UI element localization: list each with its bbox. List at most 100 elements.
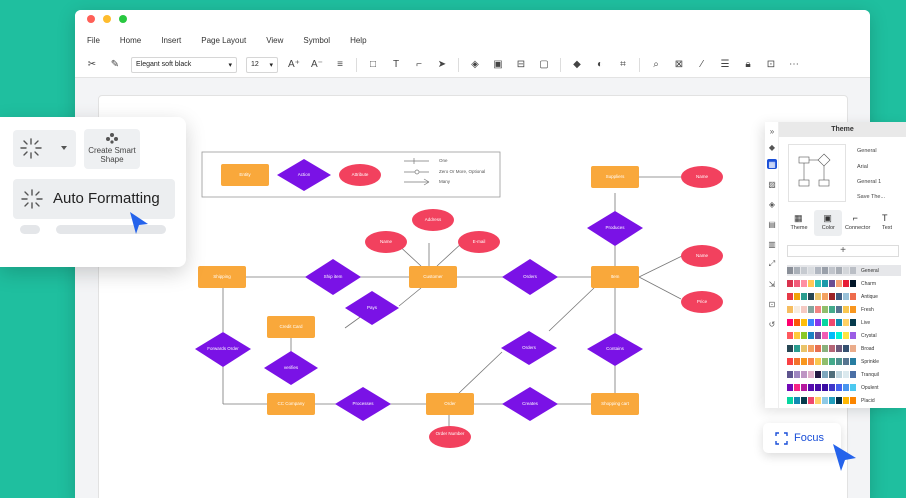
shadow-icon[interactable]: ◐ (596, 59, 604, 70)
menu-view[interactable]: View (266, 35, 284, 45)
close-window-button[interactable] (87, 15, 95, 23)
collapse-icon[interactable]: » (769, 126, 775, 136)
lock-icon[interactable]: 🔒︎ (745, 59, 751, 70)
palette-row[interactable]: Antique (787, 291, 901, 302)
group-icon[interactable]: ▣ (493, 59, 503, 70)
menu-file[interactable]: File (87, 35, 100, 45)
fit-icon[interactable]: ⊡ (766, 59, 776, 70)
theme-style-3[interactable]: Save The... (857, 194, 886, 200)
layers-icon[interactable]: ◈ (471, 59, 479, 70)
theme-icon[interactable]: ▦ (767, 159, 777, 169)
add-color-button[interactable]: + (787, 245, 899, 257)
theme-style-2[interactable]: General 1 (857, 179, 882, 185)
color-swatch (829, 384, 835, 391)
rectangle-icon[interactable]: □ (369, 59, 377, 70)
align-objects-icon[interactable]: ⊟ (516, 59, 526, 70)
color-swatch (822, 384, 828, 391)
theme-preview[interactable] (788, 144, 846, 202)
search-icon[interactable]: ⌕ (653, 59, 659, 70)
relationship-forwards-order: Forwards Order (195, 332, 251, 367)
image-icon[interactable]: ▨ (768, 179, 776, 189)
cursor-arrow-icon (130, 212, 148, 234)
find-replace-icon[interactable]: ⊠ (674, 59, 684, 70)
fill-icon[interactable]: ◆ (768, 142, 776, 152)
canvas-page[interactable]: Entity Action Attribute One Zero Or More… (98, 95, 848, 498)
line-style-icon[interactable]: ☰ (720, 59, 730, 70)
color-swatch (787, 319, 793, 326)
minimize-window-button[interactable] (103, 15, 111, 23)
fit-icon[interactable]: ⤢ (768, 259, 776, 268)
palette-row[interactable]: Placid (787, 395, 901, 406)
palette-row[interactable]: Live (787, 317, 901, 328)
color-swatch (822, 267, 828, 274)
frame-icon[interactable]: ▢ (539, 59, 549, 70)
increase-font-icon[interactable]: A⁺ (288, 59, 300, 70)
font-select[interactable]: Elegant soft black▾ (131, 56, 237, 73)
menu-insert[interactable]: Insert (161, 35, 182, 45)
connector-icon[interactable]: ⌐ (416, 59, 422, 70)
line-color-icon[interactable]: ⁄ (701, 59, 703, 70)
text-tab-icon: T (881, 213, 888, 223)
palette-name: Charm (861, 280, 877, 287)
tab-theme[interactable]: ▦Theme (785, 210, 813, 236)
palette-row[interactable]: Charm (787, 278, 901, 289)
menu-help[interactable]: Help (350, 35, 367, 45)
fill-icon[interactable]: ◆ (573, 59, 581, 70)
palette-row[interactable]: Opulent (787, 382, 901, 393)
palette-name: Crystal (861, 332, 877, 339)
color-swatch (836, 371, 842, 378)
auto-formatting-button[interactable]: Auto Formatting (13, 179, 175, 219)
palette-row[interactable]: Sprinkle (787, 356, 901, 367)
divider (639, 57, 640, 72)
maximize-window-button[interactable] (119, 15, 127, 23)
palette-row[interactable]: Broad (787, 343, 901, 354)
menu-page-layout[interactable]: Page Layout (201, 35, 247, 45)
decrease-font-icon[interactable]: A⁻ (311, 59, 323, 70)
layers-icon[interactable]: ◈ (768, 199, 776, 209)
tab-connector[interactable]: ⌐Connector (844, 210, 872, 236)
menu-home[interactable]: Home (119, 35, 142, 45)
more-icon[interactable]: ⋯ (789, 59, 799, 70)
attribute-customer-address: Address (412, 209, 454, 231)
color-swatch (801, 358, 807, 365)
focus-button[interactable]: Focus (763, 423, 841, 453)
cut-icon[interactable]: ✂ (87, 59, 97, 70)
color-swatch (843, 332, 849, 339)
theme-tab-icon: ▦ (794, 213, 803, 223)
palette-row[interactable]: Fresh (787, 304, 901, 315)
sparkle-icon (20, 138, 67, 159)
data-icon[interactable]: ▥ (768, 239, 776, 249)
present-icon[interactable]: ⊡ (768, 299, 776, 309)
palette-name: Broad (861, 345, 875, 352)
tab-color[interactable]: ▣Color (814, 210, 843, 236)
color-swatch (836, 384, 842, 391)
connectors (222, 176, 683, 428)
text-icon[interactable]: T (392, 59, 400, 70)
history-icon[interactable]: ↺ (768, 319, 776, 329)
crop-icon[interactable]: ⌗ (620, 59, 626, 70)
color-swatch (801, 371, 807, 378)
palette-row[interactable]: Crystal (787, 330, 901, 341)
font-size-value: 12 (251, 61, 259, 68)
palette-row[interactable]: General (787, 265, 901, 276)
color-swatch (794, 306, 800, 313)
align-icon[interactable]: ≡ (337, 59, 343, 70)
menu-symbol[interactable]: Symbol (303, 35, 331, 45)
format-painter-icon[interactable]: ✎ (110, 59, 120, 70)
theme-style-0[interactable]: General (857, 148, 877, 154)
smart-shape-dropdown[interactable] (13, 130, 76, 167)
pointer-icon[interactable]: ➤ (437, 59, 447, 70)
relationship-forwards-order-label: Forwards Order (207, 346, 239, 351)
relationship-ship-item-label: Ship item (324, 274, 343, 279)
font-size-select[interactable]: 12▾ (246, 56, 278, 73)
create-smart-shape-button[interactable]: Create Smart Shape (84, 129, 140, 169)
color-swatch (815, 280, 821, 287)
page-icon[interactable]: ▤ (768, 219, 776, 229)
color-swatch (829, 267, 835, 274)
entity-credit-card: Credit Card (267, 316, 315, 338)
attribute-customer-name-label: Name (380, 239, 393, 244)
export-icon[interactable]: ⇲ (768, 279, 776, 289)
theme-style-1[interactable]: Arial (857, 164, 869, 170)
palette-row[interactable]: Tranquil (787, 369, 901, 380)
